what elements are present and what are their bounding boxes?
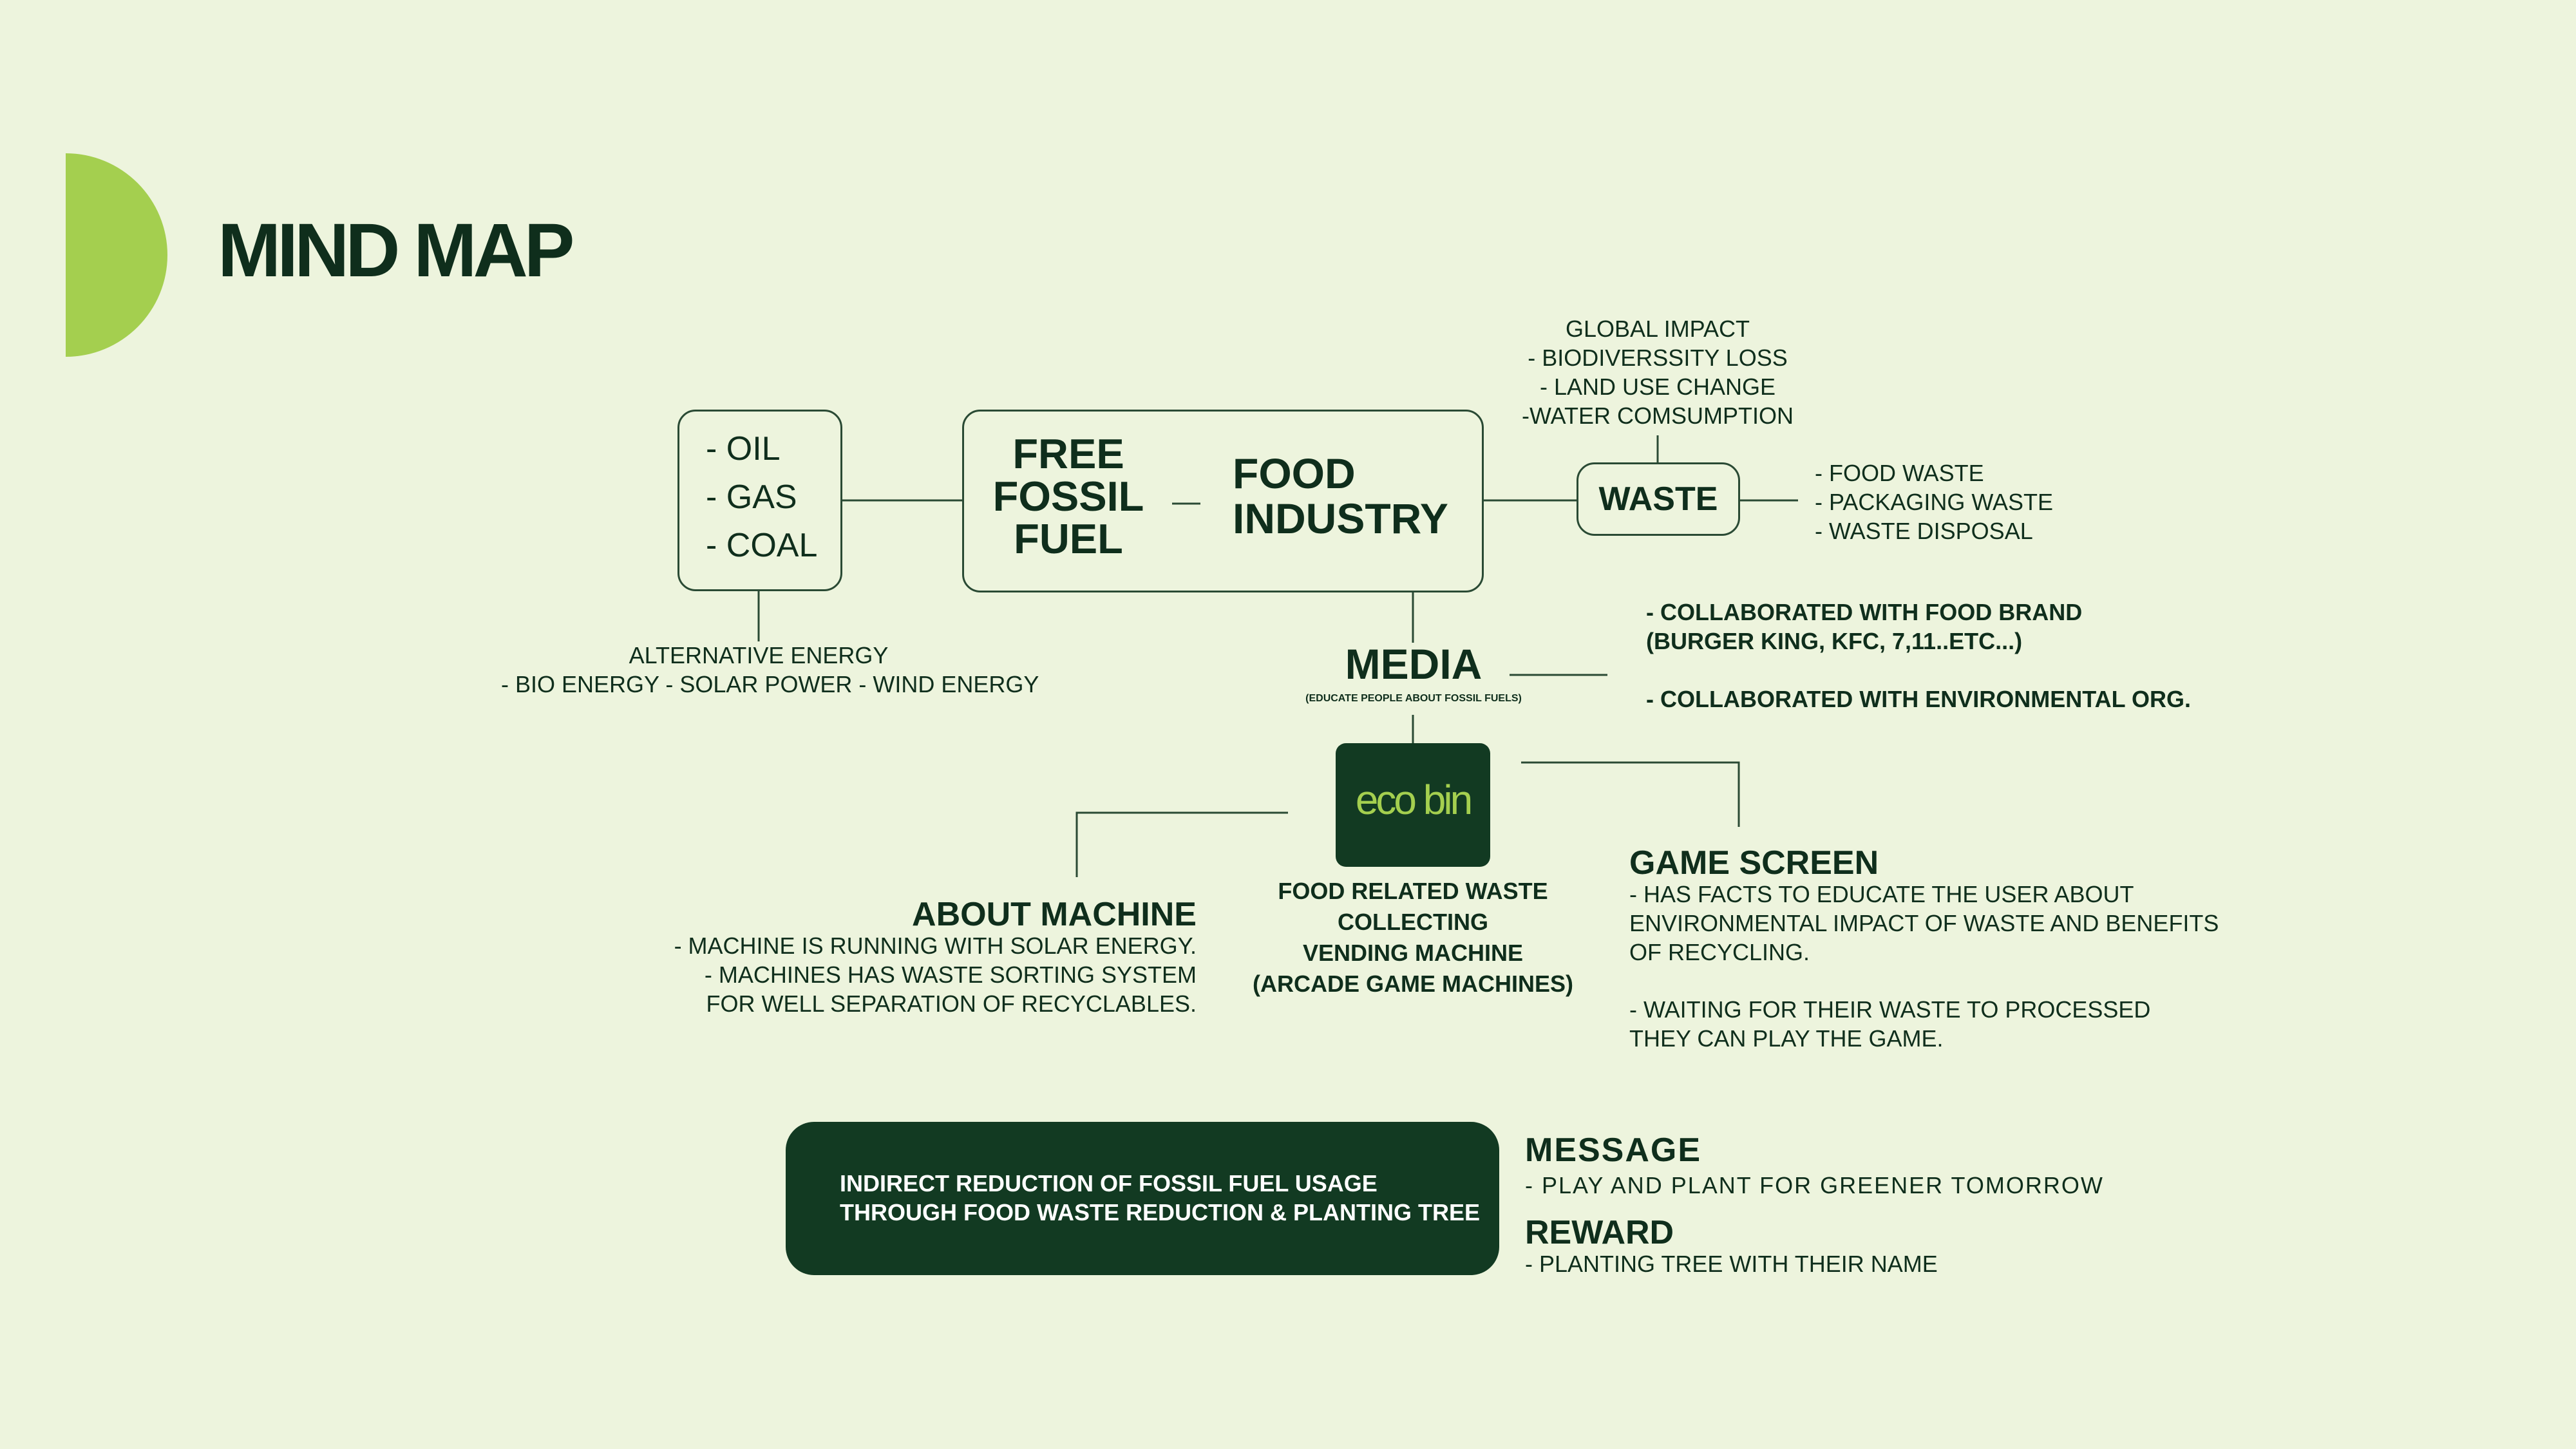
- energy-item-coal: - COAL: [706, 527, 818, 564]
- page-title: MIND MAP: [218, 208, 575, 293]
- media-item: - COLLABORATED WITH ENVIRONMENTAL ORG.: [1646, 686, 2191, 712]
- game-screen-item: THEY CAN PLAY THE GAME.: [1629, 1025, 1944, 1052]
- waste-box: [1577, 462, 1740, 536]
- core-topic-box: [962, 410, 1484, 592]
- game-screen-item: - HAS FACTS TO EDUCATE THE USER ABOUT: [1629, 881, 2134, 907]
- free-fossil-fuel-line: FOSSIL: [992, 473, 1144, 520]
- message-title: MESSAGE: [1525, 1132, 1702, 1169]
- alternative-energy-items: - BIO ENERGY - SOLAR POWER - WIND ENERGY: [501, 671, 1039, 697]
- energy-item-oil: - OIL: [706, 430, 781, 468]
- ecobin-description-line: FOOD RELATED WASTE: [1278, 878, 1548, 904]
- ecobin-logo-text: eco bin: [1355, 777, 1473, 823]
- summary-line: INDIRECT REDUCTION OF FOSSIL FUEL USAGE: [840, 1170, 1378, 1197]
- game-screen-item: - WAITING FOR THEIR WASTE TO PROCESSED: [1629, 996, 2151, 1023]
- energy-sources-box: [677, 410, 842, 591]
- ecobin-description-line: COLLECTING: [1338, 909, 1488, 935]
- global-impact-item: - BIODIVERSSITY LOSS: [1528, 345, 1788, 371]
- message-text: - PLAY AND PLANT FOR GREENER TOMORROW: [1525, 1172, 2104, 1198]
- global-impact-title: GLOBAL IMPACT: [1565, 316, 1750, 342]
- waste-label: WASTE: [1598, 480, 1718, 518]
- food-industry-label: FOOD INDUSTRY: [1233, 451, 1448, 541]
- reward-title: REWARD: [1525, 1214, 1674, 1251]
- game-screen-item: ENVIRONMENTAL IMPACT OF WASTE AND BENEFI…: [1629, 910, 2219, 936]
- waste-item: - PACKAGING WASTE: [1815, 489, 2054, 515]
- summary-box: [786, 1122, 1499, 1275]
- summary-text: INDIRECT REDUCTION OF FOSSIL FUEL USAGE …: [840, 1169, 1480, 1227]
- ecobin-description-line: VENDING MACHINE: [1302, 940, 1524, 966]
- free-fossil-fuel-line: FREE: [1012, 430, 1124, 477]
- free-fossil-fuel-line: FUEL: [1014, 515, 1123, 562]
- summary-line: THROUGH FOOD WASTE REDUCTION & PLANTING …: [840, 1199, 1480, 1226]
- waste-item: - FOOD WASTE: [1815, 460, 1984, 486]
- global-impact-item: - LAND USE CHANGE: [1539, 374, 1776, 400]
- game-screen-title: GAME SCREEN: [1629, 844, 1879, 882]
- food-industry-line: INDUSTRY: [1233, 495, 1448, 542]
- about-machine-item: FOR WELL SEPARATION OF RECYCLABLES.: [706, 990, 1197, 1017]
- ecobin-logo-tile: eco bin: [1336, 743, 1490, 867]
- alternative-energy-title: ALTERNATIVE ENERGY: [629, 642, 889, 668]
- media-item: - COLLABORATED WITH FOOD BRAND: [1646, 599, 2083, 625]
- media-item: (BURGER KING, KFC, 7,11..ETC...): [1646, 628, 2023, 654]
- free-fossil-fuel-label: FREE FOSSIL FUEL: [988, 433, 1149, 560]
- media-subtitle: (EDUCATE PEOPLE ABOUT FOSSIL FUELS): [1305, 693, 1522, 704]
- about-machine-title: ABOUT MACHINE: [912, 896, 1197, 933]
- waste-item: - WASTE DISPOSAL: [1815, 518, 2033, 544]
- global-impact-item: -WATER COMSUMPTION: [1522, 402, 1794, 429]
- food-industry-line: FOOD: [1233, 450, 1356, 497]
- game-screen-item: OF RECYCLING.: [1629, 939, 1810, 965]
- about-machine-item: - MACHINE IS RUNNING WITH SOLAR ENERGY.: [674, 933, 1197, 959]
- reward-text: - PLANTING TREE WITH THEIR NAME: [1525, 1251, 1938, 1277]
- energy-item-gas: - GAS: [706, 478, 797, 516]
- ecobin-description-line: (ARCADE GAME MACHINES): [1253, 971, 1573, 997]
- about-machine-item: - MACHINES HAS WASTE SORTING SYSTEM: [704, 961, 1197, 988]
- media-label: MEDIA: [1345, 640, 1482, 688]
